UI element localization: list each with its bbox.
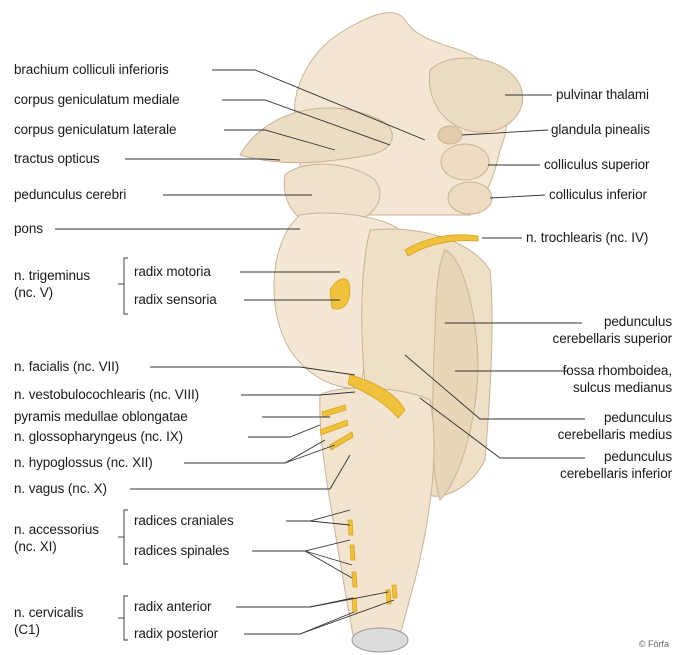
label-n-vestibulocochlearis: n. vestobulocochlearis (nc. VIII) [14,387,199,403]
label-radix-sensoria: radix sensoria [134,292,217,308]
cervical-root-1 [352,598,357,612]
label-radix-anterior: radix anterior [134,599,211,615]
label-ped-cer-inf-2: cerebellaris inferior [560,466,672,482]
leader-hypoglossus [184,440,325,463]
label-n-hypoglossus: n. hypoglossus (nc. XII) [14,455,153,471]
leader-posterior [244,612,354,634]
label-pedunculus-cerebri: pedunculus cerebri [14,187,126,203]
accessory-root-2 [350,545,355,560]
label-tractus-opticus: tractus opticus [14,151,100,167]
credit-text: © Förfa [639,639,669,649]
label-ped-cer-sup-2: cerebellaris superior [553,331,672,347]
label-ped-cer-med: pedunculus [604,410,672,426]
label-n-glossopharyngeus: n. glossopharyngeus (nc. IX) [14,429,183,445]
colliculus-superior-shape [441,144,489,180]
optic-tract-shape [240,108,392,163]
label-n-trochlearis: n. trochlearis (nc. IV) [526,230,648,246]
label-n-facialis: n. facialis (nc. VII) [14,359,119,375]
bracket-cervicalis [124,596,128,640]
accessory-root-1 [348,520,353,535]
cervical-root-3 [392,585,397,598]
label-pons: pons [14,221,43,237]
label-colliculus-inferior: colliculus inferior [549,187,647,203]
label-brachium-colliculi: brachium colliculi inferioris [14,62,169,78]
label-n-accessorius: n. accessorius [14,522,99,538]
label-radix-motoria: radix motoria [134,264,211,280]
label-n-cervicalis: n. cervicalis [14,605,83,621]
colliculus-inferior-shape [448,182,492,214]
label-n-trigeminus: n. trigeminus [14,268,90,284]
label-ped-cer-med-2: cerebellaris medius [558,427,672,443]
label-n-accessorius-nc: (nc. XI) [14,539,57,555]
leader-spinales [252,540,350,551]
leader-glosso [248,425,320,437]
label-pulvinar-thalami: pulvinar thalami [556,87,649,103]
label-colliculus-superior: colliculus superior [544,157,649,173]
leader-tractus [125,159,280,160]
label-sulcus-medianus: sulcus medianus [573,380,672,396]
label-glandula-pinealis: glandula pinealis [551,122,650,138]
label-corpus-geniculatum-laterale: corpus geniculatum laterale [14,122,176,138]
label-fossa-rhomboidea: fossa rhomboidea, [563,363,672,379]
pineal-shape [438,126,462,144]
label-radix-posterior: radix posterior [134,626,218,642]
label-radices-craniales: radices craniales [134,513,234,529]
accessory-root-3 [352,572,357,587]
label-radices-spinales: radices spinales [134,543,229,559]
leader-coll-inf [490,195,545,198]
label-pyramis: pyramis medullae oblongatae [14,409,188,425]
label-n-cervicalis-c1: (C1) [14,622,40,638]
label-corpus-geniculatum-mediale: corpus geniculatum mediale [14,92,180,108]
bracket-accessorius [124,510,128,564]
leader-vagus [130,455,350,489]
label-ped-cer-sup: pedunculus [604,314,672,330]
label-n-vagus: n. vagus (nc. X) [14,481,107,497]
spinal-section-shape [352,628,408,652]
label-n-trigeminus-nc: (nc. V) [14,285,53,301]
bracket-trigeminus [124,258,128,314]
label-ped-cer-inf: pedunculus [604,449,672,465]
brainstem-body [240,13,523,652]
